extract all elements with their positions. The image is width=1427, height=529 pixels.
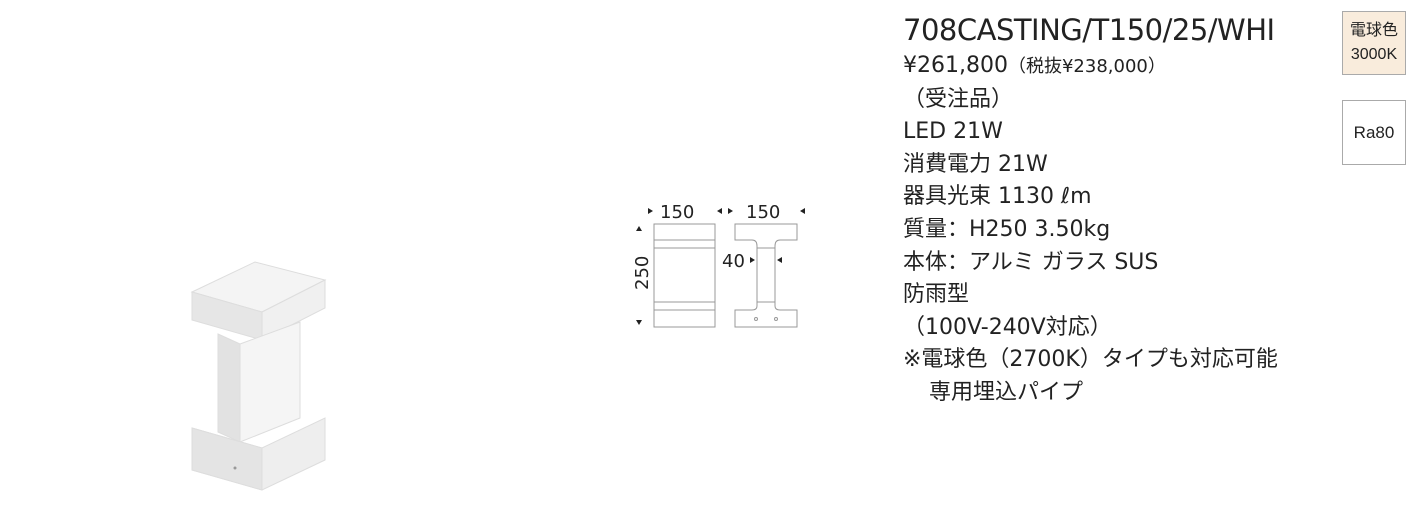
color-temp-badge: 電球色 3000K [1342, 11, 1406, 75]
spec-pipe: 専用埋込パイプ [929, 379, 1084, 405]
cri-badge: Ra80 [1342, 100, 1406, 165]
spec-material: 本体：アルミ ガラス SUS [903, 249, 1159, 275]
spec-weight: 質量：H250 3.50kg [903, 216, 1111, 242]
price-line: ¥261,800（税抜¥238,000） [903, 50, 1278, 84]
dimension-drawing: 150 150 250 40 [632, 202, 805, 328]
spec-led: LED 21W [903, 119, 1003, 145]
spec-lumen: 器具光束 1130 ℓm [903, 184, 1092, 210]
spec-power: 消費電力 21W [903, 151, 1048, 177]
spec-rainproof: 防雨型 [903, 282, 970, 308]
order-note: （受注品） [903, 86, 1014, 112]
product-image [190, 261, 327, 491]
spec-voltage: （100V-240V対応） [903, 314, 1112, 340]
front-width-label: 150 [660, 202, 694, 223]
color-temp-value: 3000K [1350, 46, 1398, 63]
price-excl-tax: （税抜¥238,000） [1007, 56, 1166, 77]
cri-value: Ra80 [1353, 122, 1395, 142]
color-temp-name: 電球色 [1349, 22, 1398, 39]
price: ¥261,800 [903, 53, 1008, 78]
spec-option: ※電球色（2700K）タイプも対応可能 [903, 347, 1278, 373]
neck-label: 40 [722, 251, 745, 272]
model-name: 708CASTING/T150/25/WHI [903, 13, 1275, 47]
side-width-label: 150 [746, 202, 780, 223]
spec-block: 708CASTING/T150/25/WHI ¥261,800（税抜¥238,0… [903, 10, 1278, 410]
height-label: 250 [632, 256, 653, 290]
